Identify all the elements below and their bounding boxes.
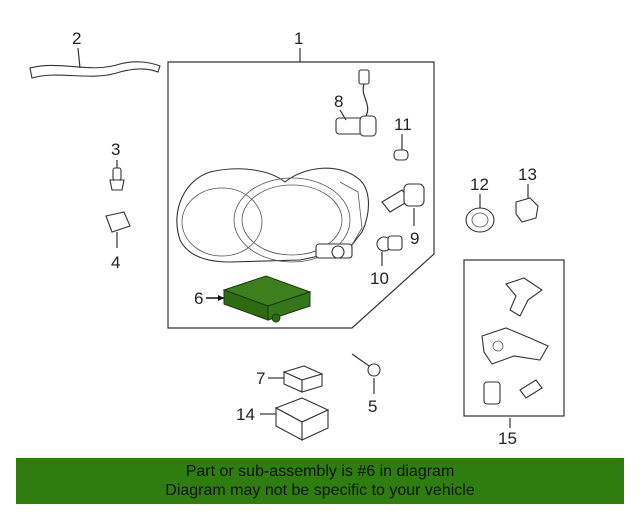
callout-4: 4: [111, 253, 120, 272]
part-13-connector[interactable]: [515, 197, 539, 223]
callout-14: 14: [236, 405, 255, 424]
part-1-frame: [167, 61, 435, 329]
part-6-control-module[interactable]: [222, 275, 312, 323]
callout-7: 7: [256, 369, 265, 388]
callout-10: 10: [370, 269, 389, 288]
banner-line-2: Diagram may not be specific to your vehi…: [165, 482, 475, 499]
callout-3: 3: [111, 140, 120, 159]
part-15-frame: [463, 259, 565, 417]
part-2-trim-strip[interactable]: [29, 61, 161, 79]
callout-5: 5: [368, 397, 377, 416]
callout-1: 1: [294, 29, 303, 48]
callout-6: 6: [194, 289, 203, 308]
part-8-bulb-cable[interactable]: [335, 69, 377, 137]
leader-8: [339, 109, 347, 121]
part-4-bracket[interactable]: [105, 211, 131, 233]
callout-2: 2: [72, 29, 81, 48]
part-15-mounting-kit[interactable]: [481, 277, 549, 405]
leader-2: [77, 47, 81, 69]
part-12-socket[interactable]: [465, 207, 495, 233]
banner-line-1: Part or sub-assembly is #6 in diagram: [185, 463, 455, 480]
part-5-bolt[interactable]: [351, 353, 381, 377]
callout-13: 13: [518, 165, 537, 184]
info-banner: Part or sub-assembly is #6 in diagram Di…: [16, 458, 624, 504]
part-9-socket[interactable]: [381, 183, 425, 213]
part-3-clip[interactable]: [109, 167, 125, 191]
part-1-headlamp-assembly[interactable]: [176, 167, 370, 263]
callout-11: 11: [394, 115, 412, 134]
leader-6-arrow: [218, 295, 224, 301]
callout-15: 15: [498, 429, 517, 448]
callout-8: 8: [334, 92, 343, 111]
callout-12: 12: [470, 175, 489, 194]
part-7-clip-box[interactable]: [282, 365, 324, 393]
part-11-small-bulb[interactable]: [393, 149, 409, 161]
part-14-tray[interactable]: [274, 397, 330, 441]
part-10-bulb[interactable]: [376, 235, 403, 252]
callout-9: 9: [410, 229, 419, 248]
